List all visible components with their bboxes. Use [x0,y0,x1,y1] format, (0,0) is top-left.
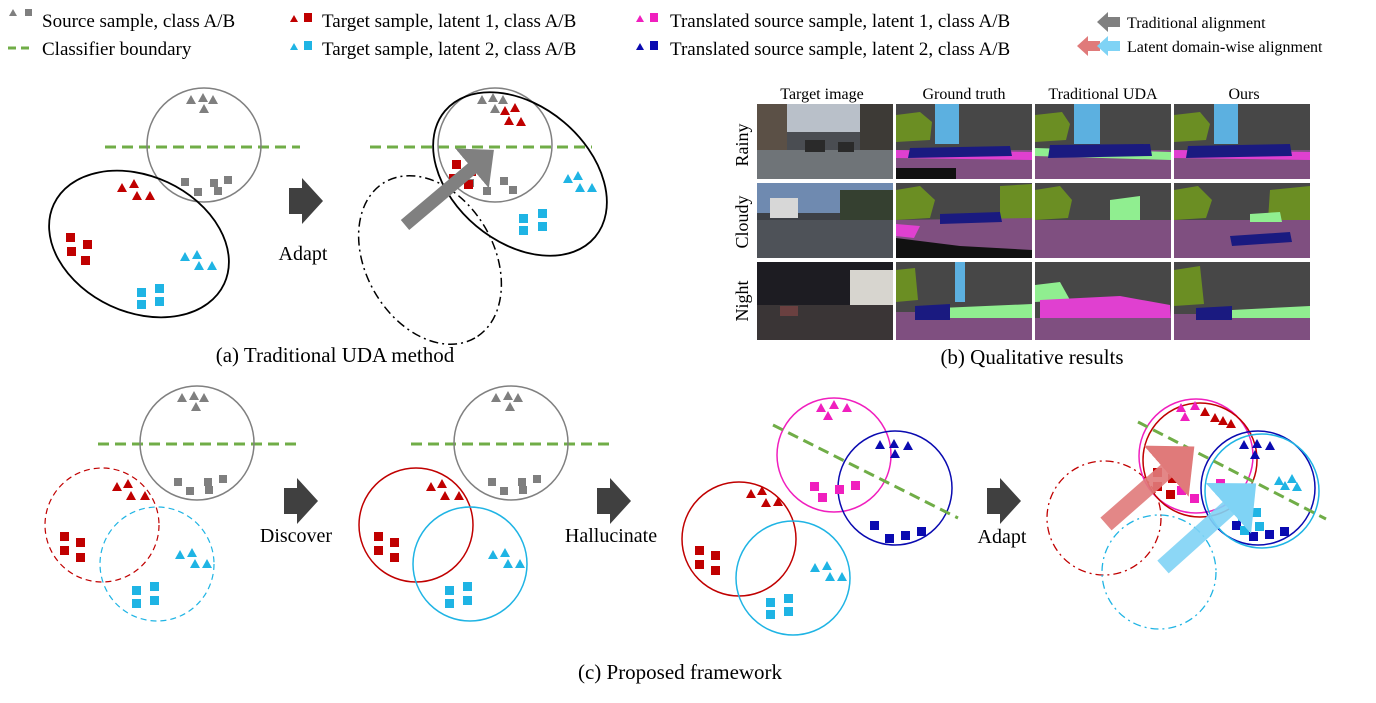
target-l2-samples [1238,474,1302,535]
source-samples [181,93,232,196]
legend-source-label: Source sample, class A/B [42,11,235,32]
legend-latent-label: Latent domain-wise alignment [1127,39,1323,56]
source-cluster-circle [139,385,255,501]
legend-boundary-label: Classifier boundary [42,39,192,60]
adapted-latent-1-circle [1142,402,1258,518]
step-arrow-icon [289,178,323,224]
source-samples [488,391,541,495]
image-rainy-ours [1174,104,1310,179]
latent-1-cluster-circle [358,467,474,583]
source-samples [466,93,517,195]
translated-l2-samples [1232,439,1289,541]
original-latent-2-circle [1101,514,1217,630]
original-latent-1-circle [1046,460,1162,576]
panel-b-caption: (b) Qualitative results [940,345,1123,369]
panel-b: Target image Ground truth Traditional UD… [732,86,1310,369]
classifier-boundary [772,423,959,520]
target-l2-samples [132,548,212,608]
translated-l1-samples [810,400,860,502]
col-header-ours: Ours [1228,86,1259,103]
panel-c-caption: (c) Proposed framework [578,660,783,684]
legend-translated-l1-label: Translated source sample, latent 1, clas… [670,11,1010,32]
image-cloudy-ours [1174,183,1310,258]
translated-l2-samples [870,439,926,543]
step-arrow-icon [987,478,1021,524]
latent-1-alignment-arrow [1100,445,1195,531]
image-cloudy-target [757,183,893,258]
target-l2-samples [519,171,597,235]
panel-a-caption: (a) Traditional UDA method [216,343,455,367]
panel-c: Discover Hallucinate [44,385,1327,684]
legend-source-marker [9,9,32,16]
legend-target-l1-marker [290,13,312,22]
panel-a-step-label: Adapt [279,243,328,265]
source-cluster-circle [437,87,553,203]
legend-translated-l2-marker [636,41,658,50]
legend-latent-arrow-red-icon [1077,36,1100,56]
legend: Source sample, class A/B Classifier boun… [8,9,1323,60]
image-night-target [757,262,893,340]
step-label-hallucinate: Hallucinate [565,525,657,547]
image-rainy-target [757,104,893,179]
image-rainy-ground-truth [896,104,1032,179]
latent-2-cluster-circle [412,506,528,622]
legend-translated-l2-label: Translated source sample, latent 2, clas… [670,39,1010,60]
legend-target-l1-label: Target sample, latent 1, class A/B [322,11,576,32]
latent-2-alignment-arrow [1157,483,1257,574]
step-label-discover: Discover [260,525,333,547]
target-cluster-ellipse [48,169,230,319]
traditional-alignment-arrow [400,148,494,230]
col-header-target-image: Target image [780,86,863,103]
col-header-traditional-uda: Traditional UDA [1048,86,1158,103]
legend-target-l2-marker [290,41,312,50]
legend-translated-l1-marker [636,13,658,22]
target-l2-samples [766,561,847,619]
latent-1-cluster-circle [44,467,160,583]
source-cluster-circle [453,385,569,501]
original-target-ellipse [357,174,503,346]
translated-latent-1-circle [776,397,892,513]
latent-2-cluster-circle [735,520,851,636]
source-cluster-circle [146,87,262,203]
step-arrow-icon [284,478,318,524]
adapted-target-ellipse [432,91,608,257]
image-rainy-traditional-uda [1035,104,1171,179]
image-night-ground-truth [896,262,1032,340]
legend-traditional-label: Traditional alignment [1127,15,1266,32]
legend-target-l2-label: Target sample, latent 2, class A/B [322,39,576,60]
target-l1-samples [60,479,150,562]
panel-a: Adapt (a) Traditional UDA method [48,87,608,367]
col-header-ground-truth: Ground truth [922,86,1005,103]
image-cloudy-traditional-uda [1035,183,1171,258]
legend-latent-arrow-cyan-icon [1097,36,1120,56]
row-header-night: Night [732,280,752,321]
target-l2-samples [137,250,217,309]
image-cloudy-ground-truth [896,183,1032,258]
adapted-latent-2-circle [1204,433,1320,549]
translated-latent-2-circle [1200,430,1316,546]
target-l1-samples [695,486,783,575]
image-night-traditional-uda [1035,262,1171,340]
legend-traditional-arrow-icon [1097,12,1120,32]
classifier-boundary [1137,420,1327,521]
image-night-ours [1174,262,1310,340]
step-arrow-icon [597,478,631,524]
row-header-rainy: Rainy [732,124,752,167]
target-l1-samples [66,179,155,265]
target-l2-samples [445,548,525,608]
target-l1-samples [374,479,464,562]
row-header-cloudy: Cloudy [732,195,752,248]
source-samples [174,391,227,495]
latent-2-cluster-circle [99,506,215,622]
step-label-adapt: Adapt [978,526,1027,548]
